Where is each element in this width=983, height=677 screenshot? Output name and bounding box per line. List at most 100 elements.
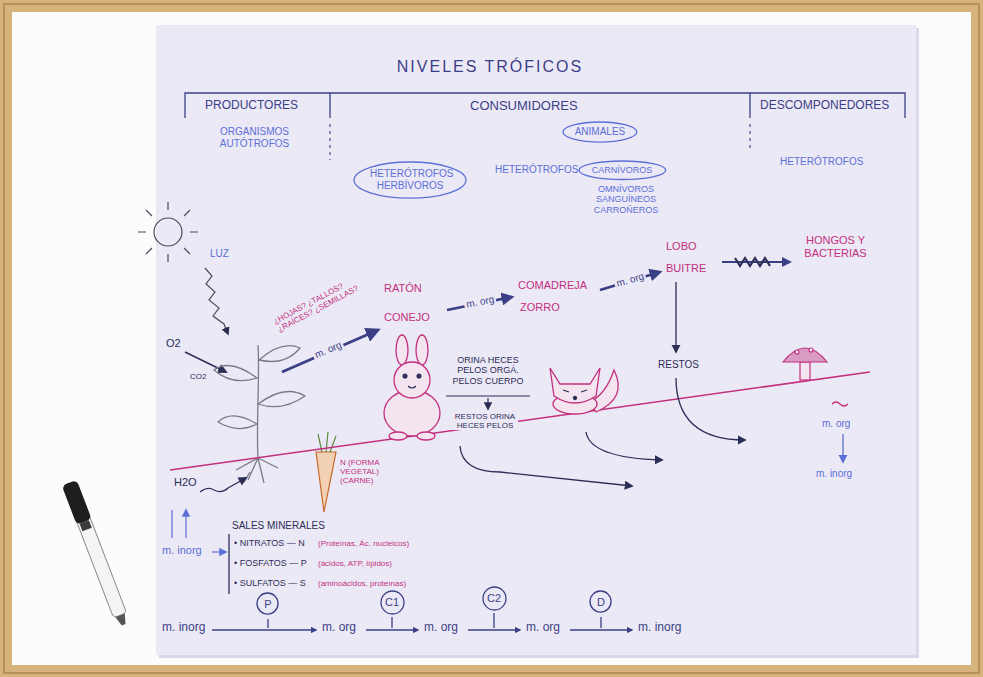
diagram-label: LUZ: [210, 248, 229, 260]
ellipse-outline: [354, 162, 466, 198]
sun-disc: [154, 218, 182, 246]
diagram-label: ZORRO: [520, 301, 560, 314]
carrot-drawing: [316, 452, 336, 512]
dashed-divider: [330, 124, 750, 160]
diagram-label: (aminoácidos, proteínas): [318, 579, 406, 588]
diagram-label: BUITRE: [666, 262, 706, 275]
ellipse-outline: [563, 122, 637, 142]
mushroom-stem: [800, 362, 810, 380]
remains-arrow: [675, 282, 676, 352]
cycle-arrow: [212, 629, 316, 630]
ellipse-outline: [257, 593, 278, 614]
diagram-label: N (FORMA VEGETAL) (CARNE): [340, 458, 402, 486]
diagram-label: PRODUCTORES: [205, 99, 298, 113]
pen-ring: [80, 520, 92, 531]
diagram-label: m. org: [322, 621, 356, 635]
diagram-label: O2: [166, 337, 181, 350]
board-surface: [12, 12, 971, 665]
uptake-arrow: [172, 510, 186, 538]
diagram-label: LOBO: [666, 240, 697, 253]
rabbit-foot: [417, 432, 435, 440]
node-text-group: CARNÍVOROS: [592, 165, 653, 175]
node-text: C1: [385, 596, 399, 609]
diagram-label: H2O: [174, 476, 197, 489]
diagram-label: ORGANISMOS AUTÓTROFOS: [212, 126, 297, 149]
node-text-group: P: [264, 598, 271, 611]
diagram-label: m. inorg: [816, 468, 852, 480]
ellipse-outline: [381, 591, 404, 614]
rabbit-face: [403, 374, 421, 388]
paper-sheet: [156, 25, 916, 655]
diagram-label: m. org: [526, 621, 560, 635]
mushroom-drawing: [783, 348, 827, 380]
plant-stem: [257, 345, 258, 458]
circled-term: HETERÓTROFOS HERBÍVOROS: [353, 161, 467, 199]
gas-arrow: [185, 352, 226, 372]
diagram-label: m. inorg: [162, 621, 205, 635]
diagram-label: m. inorg: [162, 544, 202, 557]
mushroom-cap: [783, 348, 827, 362]
ellipse-outline: [483, 587, 506, 610]
diagram-label: RESTOS ORINA HECES PELOS: [452, 412, 518, 430]
ground-line: [170, 372, 870, 470]
rabbit-ear: [416, 335, 428, 365]
frame-edge: [4, 4, 979, 673]
worm-doodle: [832, 402, 848, 406]
mushroom-spot: [809, 348, 813, 352]
ellipse-outline: [579, 161, 666, 179]
diagram-label: (Proteínas, Ác. nucleicos): [318, 539, 409, 548]
node-text: HETERÓTROFOS HERBÍVOROS: [370, 168, 450, 191]
diagram-label: OMNÍVOROS SANGUÍNEOS CARROÑEROS: [590, 184, 662, 215]
node-text: CARNÍVOROS: [592, 165, 653, 175]
rabbit-foot: [389, 432, 407, 440]
underline: [446, 395, 530, 396]
rabbit-ear: [396, 335, 408, 365]
plant-leaf: [258, 392, 305, 407]
sun-symbol: [138, 202, 198, 262]
plant-leaf: [214, 366, 257, 381]
node-text: ANIMALES: [575, 126, 626, 138]
plant-leaf: [259, 346, 300, 362]
rabbit-eye: [403, 374, 407, 378]
diagram-label: SALES MINERALES: [232, 520, 325, 532]
node-text: D: [597, 596, 605, 609]
node-text-group: HETERÓTROFOS HERBÍVOROS: [370, 168, 450, 191]
node-text: C2: [487, 592, 501, 605]
cycle-arrow: [366, 629, 418, 630]
diagram-label: • FOSFATOS — P: [234, 558, 307, 568]
diagram-label: ORINA HECES PELOS ORGÁ. PELOS CUERPO: [448, 355, 528, 386]
diagram-label: CONSUMIDORES: [470, 99, 578, 114]
light-wave: [205, 268, 228, 334]
stage-circle: C2: [482, 586, 507, 611]
rabbit-head: [394, 362, 430, 398]
stage-circle: C1: [380, 590, 405, 615]
circled-term: CARNÍVOROS: [578, 160, 667, 180]
cycle-arrow: [468, 629, 520, 630]
water-arrow: [200, 478, 246, 492]
diagram-label: DESCOMPONEDORES: [760, 99, 889, 113]
plant-leaf: [218, 416, 257, 429]
diagram-label: m. org: [822, 418, 850, 430]
uptake-arrow: [212, 551, 226, 552]
cycle-arrow: [570, 629, 632, 630]
energy-arrow: [282, 330, 378, 372]
diagram-label: HETERÓTROFOS: [780, 156, 863, 168]
scribble-out: [735, 258, 770, 266]
diagram-label: CO2: [190, 372, 206, 381]
rabbit-eye: [417, 374, 421, 378]
marker-pen: [62, 480, 131, 628]
rabbit-drawing: [384, 335, 440, 440]
remains-arrow: [487, 398, 488, 409]
rabbit-mouth: [408, 386, 416, 388]
column-divider: [330, 93, 750, 118]
diagram-label: m. inorg: [638, 621, 681, 635]
mushroom-spot: [795, 350, 799, 354]
node-text-group: ANIMALES: [575, 126, 626, 138]
diagram-label: RESTOS: [658, 359, 699, 371]
pen-tip: [115, 614, 128, 627]
diagram-label: RATÓN: [384, 282, 422, 295]
fox-eye: [563, 390, 587, 392]
diagram-label: • SULFATOS — S: [234, 578, 306, 588]
fox-drawing: [550, 368, 618, 414]
